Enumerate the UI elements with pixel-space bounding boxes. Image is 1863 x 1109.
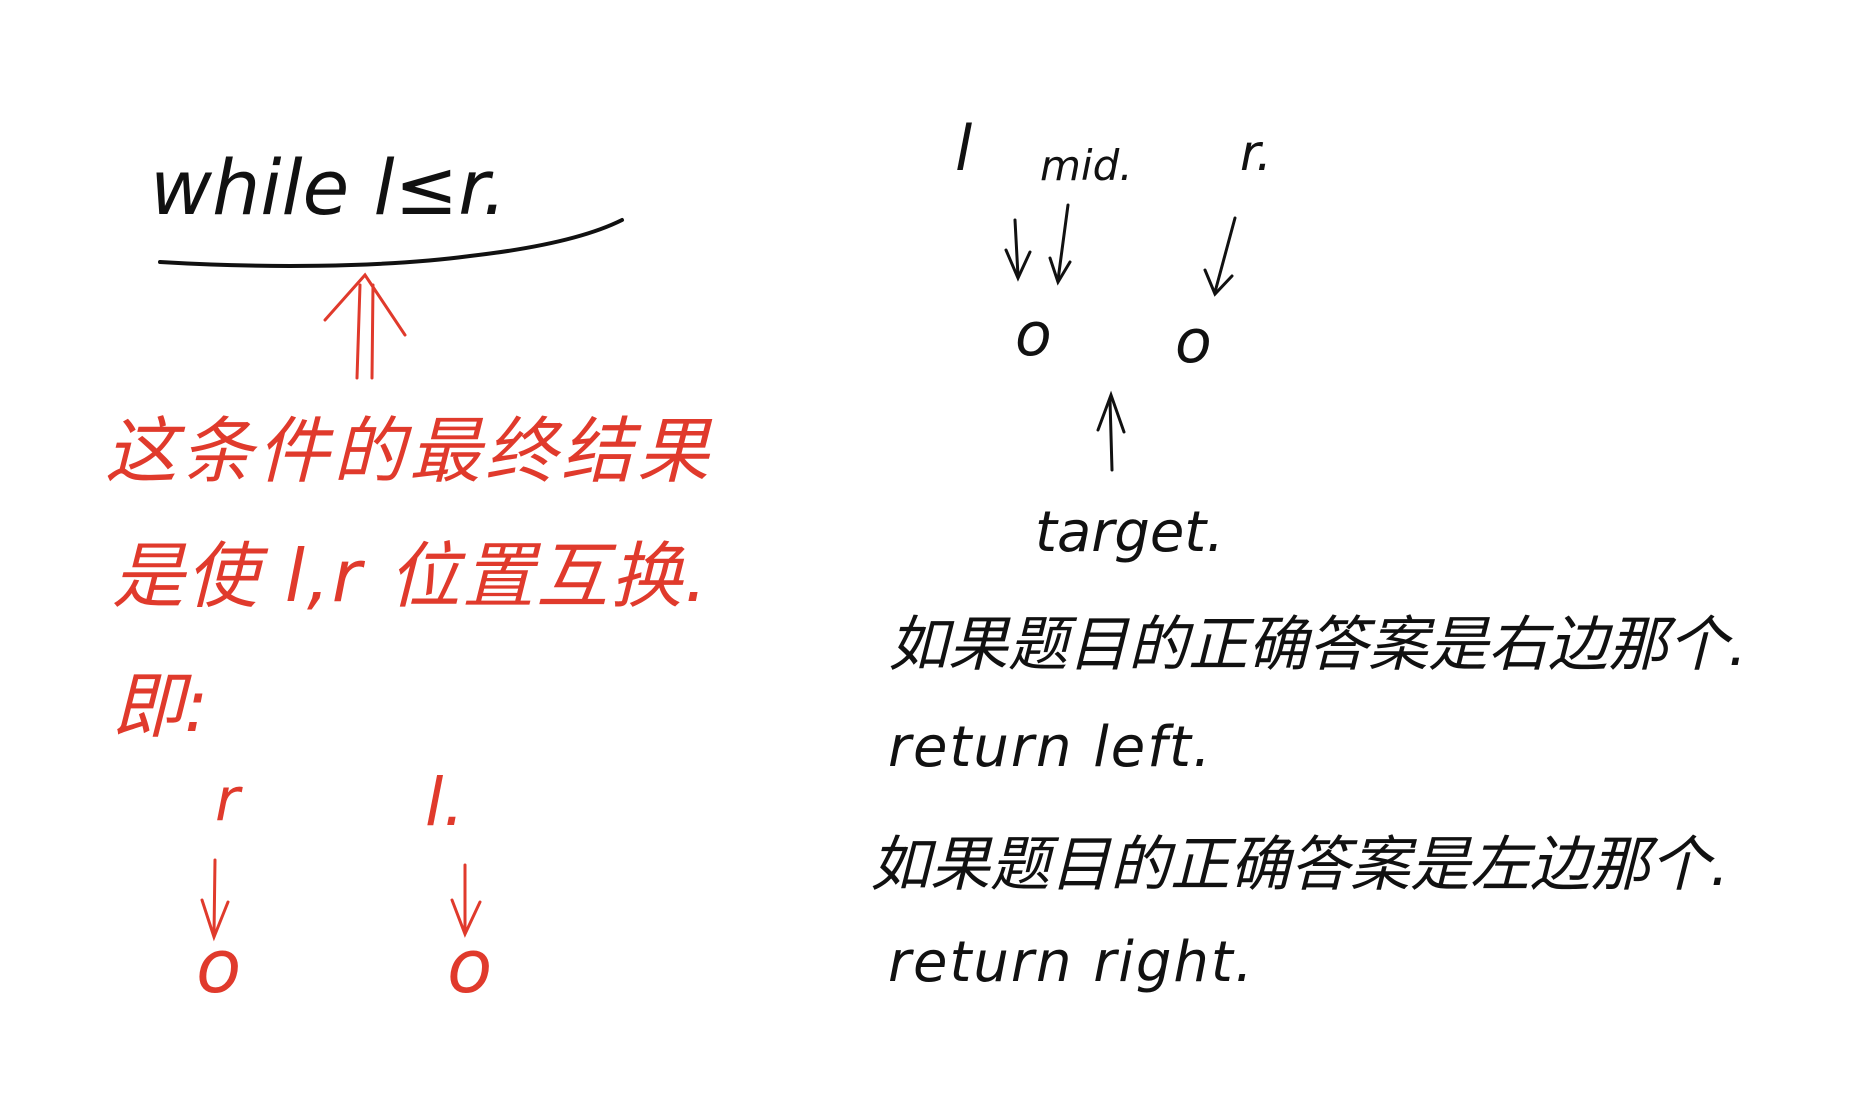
swapped-label-r: r [215, 765, 240, 835]
swapped-label-l: l. [425, 764, 465, 841]
black-down-arrow-l [1004, 218, 1032, 282]
black-down-arrow-r [1203, 216, 1237, 297]
pointer-label-l: l [955, 112, 973, 185]
red-double-up-arrow [323, 272, 407, 380]
case2-return: return right. [888, 930, 1255, 995]
pointer-label-mid: mid. [1040, 141, 1133, 190]
node-left: o [196, 924, 242, 1010]
while-condition: while l≤r. [150, 143, 507, 232]
condition-underline [158, 218, 624, 268]
node-a: o [1015, 300, 1052, 370]
explain-line-1: 这条件的最终结果 [105, 409, 714, 493]
explain-line-2: 是使 l,r 位置互换. [112, 534, 710, 618]
red-down-arrow-l [450, 863, 482, 938]
pointer-label-r: r. [1240, 124, 1272, 182]
case1-text: 如果题目的正确答案是右边那个. [888, 610, 1748, 680]
case1-return: return left. [888, 715, 1213, 780]
red-down-arrow-r [200, 858, 230, 942]
black-down-arrow-mid [1048, 203, 1072, 286]
black-up-arrow-target [1096, 390, 1126, 472]
node-b: o [1175, 307, 1212, 377]
explain-line-3: 即: [112, 664, 209, 748]
node-right: o [447, 924, 493, 1010]
target-label: target. [1035, 500, 1225, 565]
case2-text: 如果题目的正确答案是左边那个. [870, 830, 1730, 900]
